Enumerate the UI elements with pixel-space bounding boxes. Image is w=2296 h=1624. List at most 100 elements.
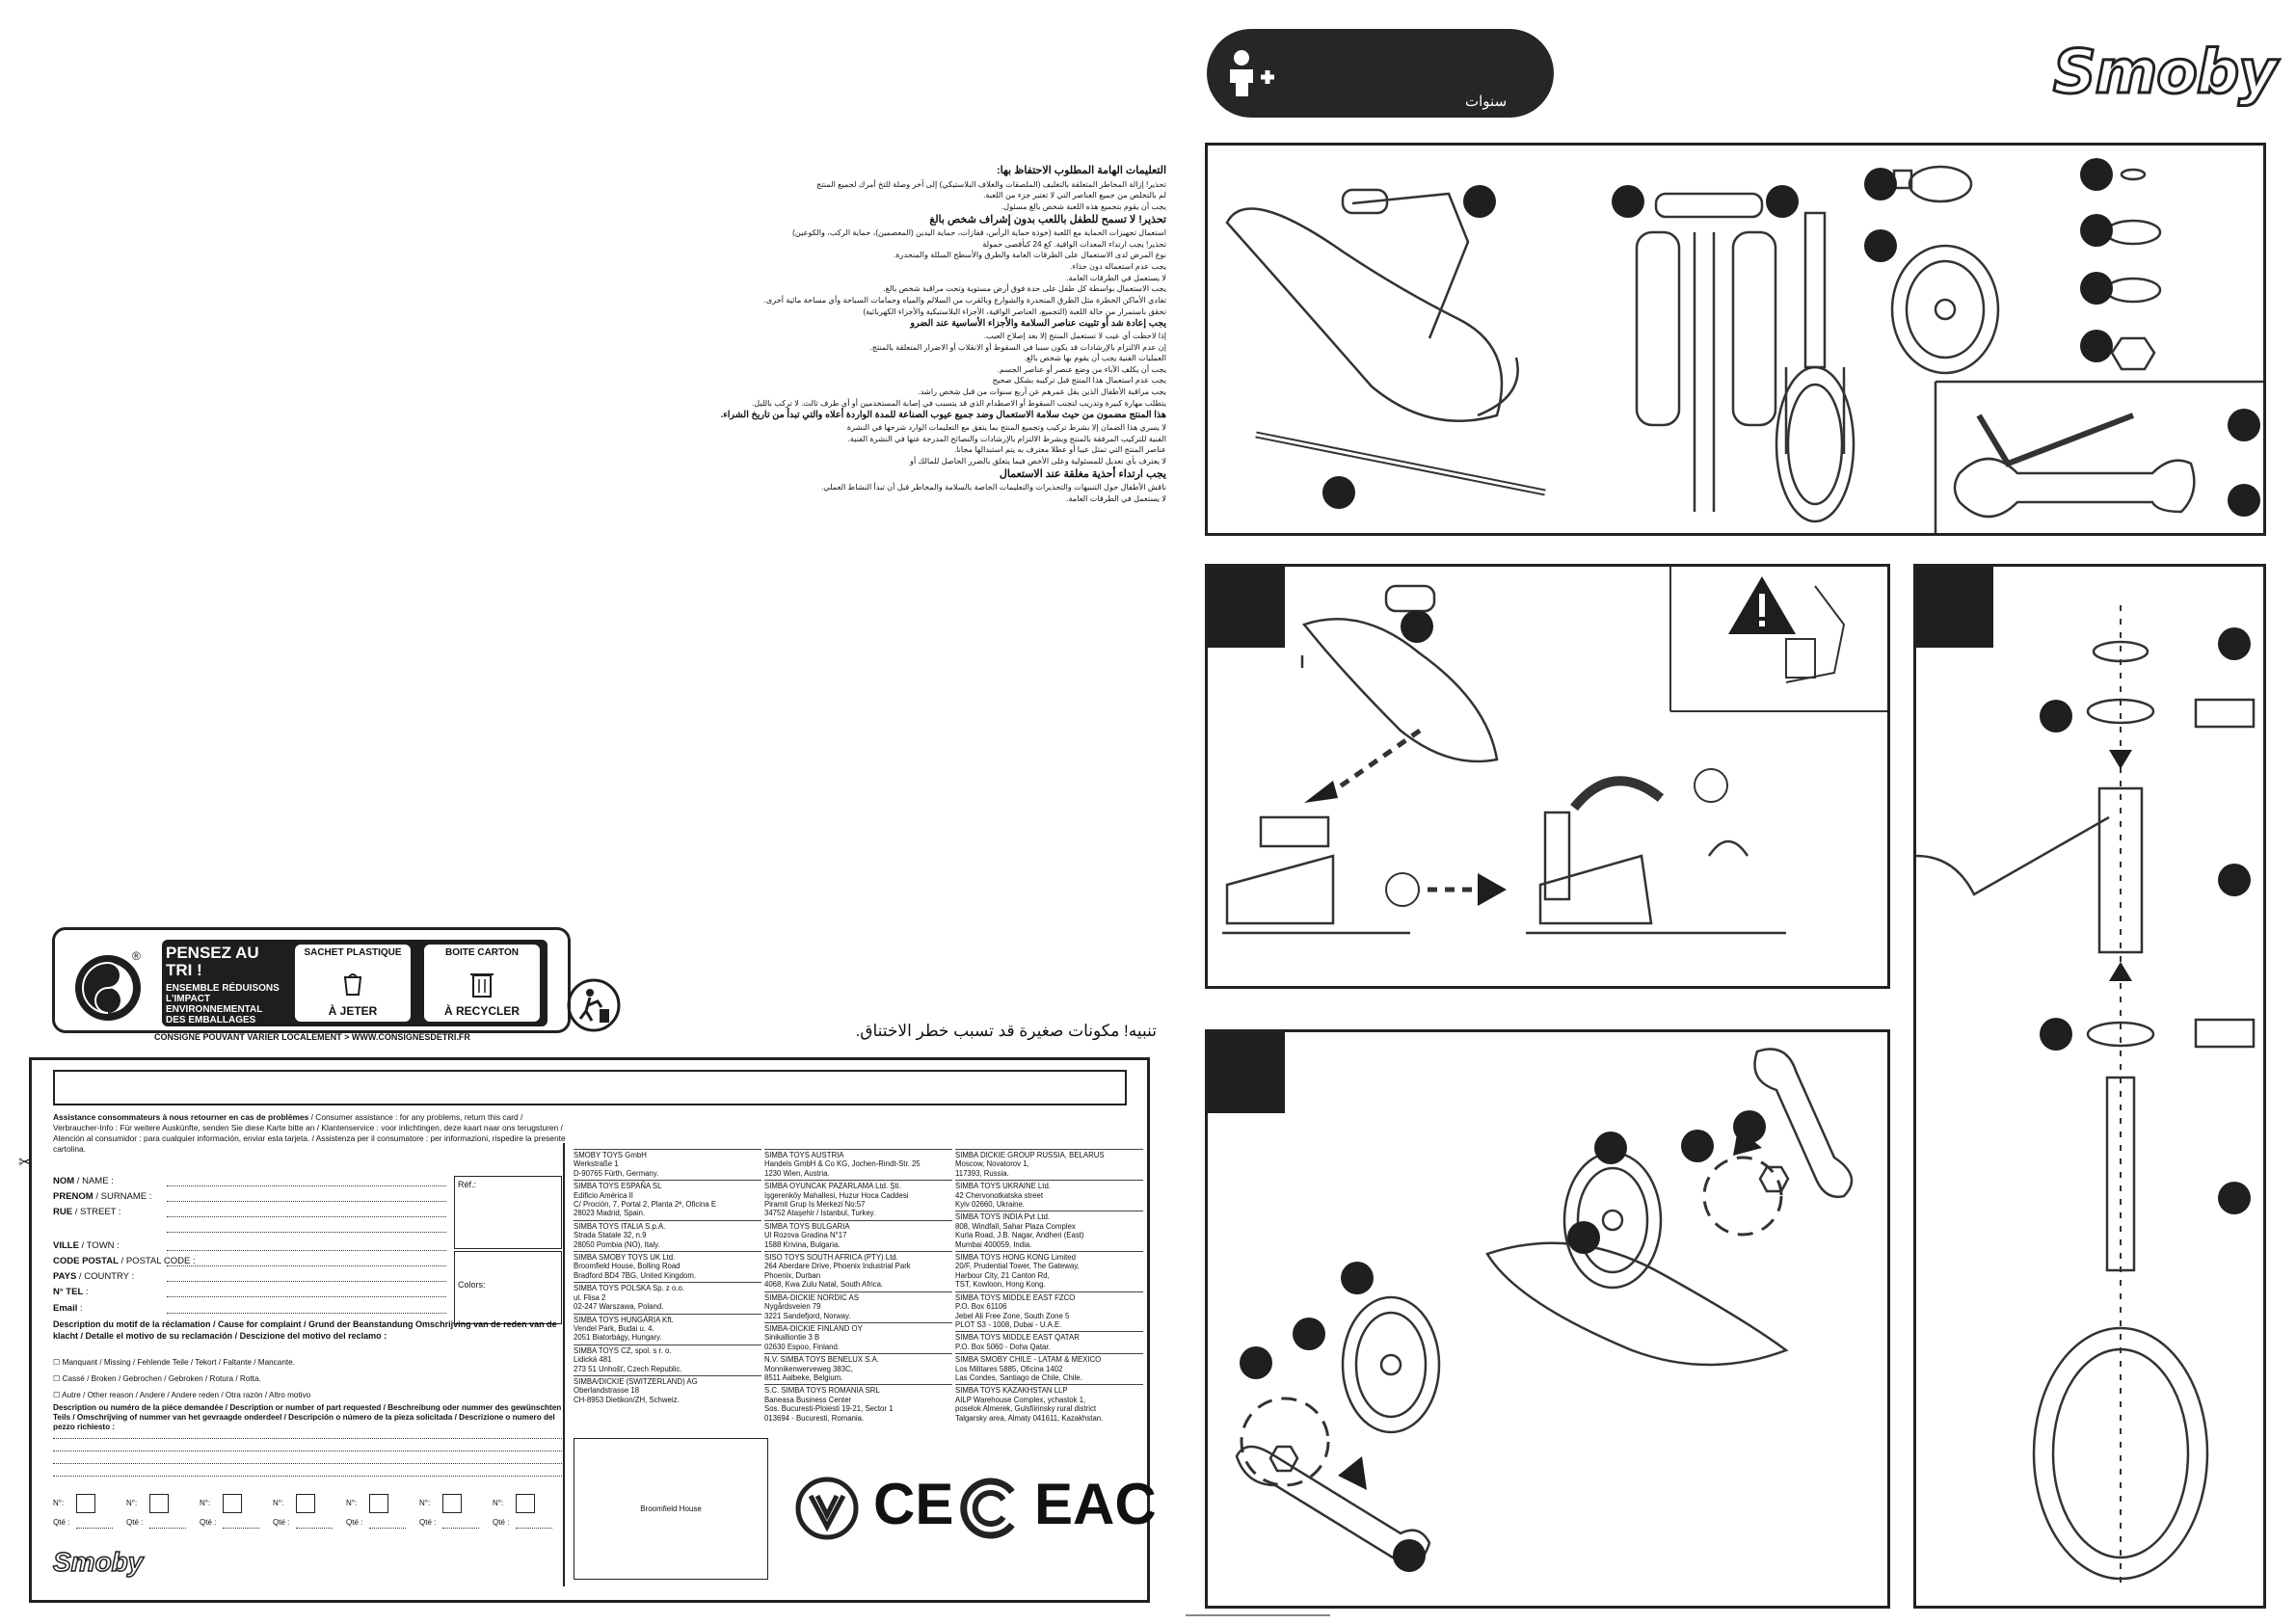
distributor-address: SIMBA DICKIE GROUP RUSSIA, BELARUS Mosco…: [955, 1149, 1143, 1180]
distributor-address: SIMBA TOYS HONG KONG Limited 20/F, Prude…: [955, 1251, 1143, 1291]
green-dot-icon: [69, 949, 147, 1026]
part-number-box[interactable]: [442, 1494, 462, 1513]
scissors-icon: ✂: [18, 1155, 32, 1171]
check-missing[interactable]: ☐ Manquant / Missing / Fehlende Teile / …: [53, 1357, 295, 1367]
distributor-address: SIMBA TOYS HUNGÁRIA Kft. Vendel Park, Bu…: [574, 1313, 761, 1344]
assist-line-2: Verbraucher-Info : Für weitere Auskünfte…: [53, 1123, 563, 1132]
quantity-input-line[interactable]: [296, 1528, 333, 1529]
eac-mark: EAC: [1034, 1472, 1157, 1536]
instruction-line: عناصر المنتج التي تمثل عيبا أو عطلا معتر…: [953, 445, 1166, 455]
contact-input-line[interactable]: [167, 1250, 446, 1251]
contact-input-line[interactable]: [167, 1216, 446, 1217]
consigne-text: CONSIGNE POUVANT VARIER LOCALEMENT > WWW…: [154, 1032, 470, 1042]
part-number-box[interactable]: [76, 1494, 95, 1513]
part-number-box[interactable]: [223, 1494, 242, 1513]
colors-box[interactable]: Colors:: [454, 1251, 562, 1324]
distributor-address: SIMBA TOYS ITALIA S.p.A. Strada Statale …: [574, 1219, 761, 1251]
field-label: N° TEL: [53, 1287, 84, 1297]
step-number-box: [1208, 1032, 1285, 1113]
instruction-line: يجب أن يكلف الآباء من وضع عنصر أو عناصر …: [997, 364, 1166, 374]
instruction-line: تفادي الأماكن الخطرة مثل الطرق المنحدرة …: [763, 295, 1166, 305]
quantity-label: Qté :: [126, 1518, 144, 1527]
part-number-box[interactable]: [516, 1494, 535, 1513]
quantity-input-line[interactable]: [369, 1528, 406, 1529]
part-number-label: N°:: [346, 1499, 358, 1507]
instruction-line: لم بالتخلص من جميع العناصر التي لا تعتبر…: [983, 191, 1166, 200]
spanner-icon: [1953, 457, 2196, 519]
instruction-line: تحذير! يجب ارتداء المعدات الواقية. كغ 24…: [982, 239, 1166, 249]
check-broken[interactable]: ☐ Cassé / Broken / Gebrochen / Gebroken …: [53, 1373, 261, 1383]
quantity-input-line[interactable]: [442, 1528, 479, 1529]
step-number-box: [1916, 567, 1993, 648]
contact-input-line[interactable]: [167, 1232, 446, 1233]
quantity-input-line[interactable]: [516, 1528, 552, 1529]
field-label: VILLE: [53, 1240, 79, 1251]
checkbox-icon[interactable]: ☐: [53, 1391, 63, 1399]
distributor-address: SIMBA/DICKIE (SWITZERLAND) AG Oberlandst…: [574, 1374, 761, 1406]
field-sublabel: / STREET :: [72, 1207, 121, 1217]
consumer-complaint-card: ✂ Assistance consommateurs à nous retour…: [18, 1057, 1157, 1603]
contact-input-line[interactable]: [167, 1201, 446, 1202]
instruction-line: يجب إعادة شد أو تثبيت عناصر السلامة والأ…: [910, 318, 1166, 330]
plastic-bag-card: SACHET PLASTIQUE À JETER: [295, 945, 411, 1022]
step-panel-wheels: [1205, 1029, 1890, 1609]
distributor-address: SIMBA OYUNCAK PAZARLAMA Ltd. Şti. Işgere…: [764, 1180, 952, 1220]
pensez-subtitle: ENSEMBLE RÉDUISONS L'IMPACT ENVIRONNEMEN…: [166, 983, 280, 1025]
instruction-line: يتطلب مهارة كبيرة وتدريب لتجنب السقوط أو…: [752, 398, 1166, 408]
quantity-input-line[interactable]: [149, 1528, 186, 1529]
part-number-box[interactable]: [149, 1494, 169, 1513]
distributor-address: SIMBA TOYS BULGARIA Ul Rozova Gradina N°…: [764, 1219, 952, 1251]
instruction-line: نوع المرض لدى الاستعمال على الطرقات العا…: [893, 251, 1166, 260]
contact-field-label: Email :: [53, 1303, 83, 1314]
distributor-address: SIMBA TOYS POLSKA Sp. z o.o. ul. Flisa 2…: [574, 1282, 761, 1313]
ce-mark: CE: [873, 1472, 954, 1536]
instruction-line: إن عدم الالتزام بالإرشادات قد يكون سببا …: [869, 342, 1166, 352]
contact-input-line[interactable]: [167, 1185, 446, 1186]
distributor-address: SIMBA SMOBY TOYS UK Ltd. Broomfield Hous…: [574, 1251, 761, 1282]
check-other[interactable]: ☐ Autre / Other reason / Andere / Andere…: [53, 1390, 310, 1399]
parts-panel: [1205, 143, 2266, 536]
seat-assembly-illustration: [1222, 567, 1887, 935]
field-label: Email: [53, 1303, 78, 1314]
contact-input-line[interactable]: [167, 1281, 446, 1282]
checkbox-icon[interactable]: ☐: [53, 1374, 63, 1383]
checkbox-icon[interactable]: ☐: [53, 1358, 63, 1367]
part-number-label: N°:: [200, 1499, 211, 1507]
tidyman-icon: [567, 978, 621, 1032]
distributor-address: SIMBA SMOBY CHILE - LATAM & MEXICO Los M…: [955, 1353, 1143, 1384]
field-label: PRENOM: [53, 1191, 93, 1202]
contact-input-line[interactable]: [167, 1265, 446, 1266]
contact-field-label: VILLE / TOWN :: [53, 1240, 120, 1251]
part-number-label: N°:: [419, 1499, 431, 1507]
distributor-address: SIMBA TOYS UKRAINE Ltd. 42 Chervonotkats…: [955, 1180, 1143, 1211]
bearing-cup-icon: [2104, 219, 2162, 246]
quantity-input-line[interactable]: [76, 1528, 113, 1529]
carton-box-card: BOITE CARTON À RECYCLER: [424, 945, 540, 1022]
field-sublabel: / SURNAME :: [93, 1191, 152, 1202]
instruction-line: استعمال تجهيزات الحماية مع اللعبة (خوذة …: [792, 228, 1166, 238]
steering-assembly-illustration: [1915, 605, 2256, 1588]
part-number-label: N°:: [273, 1499, 284, 1507]
field-sublabel: / NAME :: [74, 1176, 114, 1186]
reference-box[interactable]: Réf.:: [454, 1176, 562, 1249]
contact-field-label: PAYS / COUNTRY :: [53, 1271, 134, 1282]
instruction-line: يجب عدم استعماله دون حذاء.: [1070, 262, 1166, 272]
instruction-line: الفنية للتركيب المرفقة بالمنتج وبشرط الا…: [847, 434, 1166, 443]
check-label: Autre / Other reason / Andere / Andere r…: [62, 1391, 311, 1399]
instruction-line: ناقش الأطفال حول التنبيهات والتحذيرات وا…: [821, 483, 1166, 493]
wheel-assembly-illustration: [1235, 1048, 1854, 1572]
distributor-address: SIMBA TOYS MIDDLE EAST FZCO P.O. Box 611…: [955, 1291, 1143, 1332]
part-number-box[interactable]: [296, 1494, 315, 1513]
contact-field-label: PRENOM / SURNAME :: [53, 1191, 151, 1202]
contact-input-line[interactable]: [167, 1313, 446, 1314]
card-title-box: [53, 1070, 1127, 1105]
part-number-box[interactable]: [369, 1494, 388, 1513]
quantity-label: Qté :: [273, 1518, 290, 1527]
check-label: Manquant / Missing / Fehlende Teile / Te…: [62, 1358, 295, 1367]
recycle-c-icon: [959, 1475, 1027, 1542]
field-label: RUE: [53, 1207, 73, 1217]
instruction-line: يجب الاستعمال بواسطة كل طفل على حدة فوق …: [883, 284, 1166, 294]
dotted-line: [53, 1476, 564, 1477]
quantity-input-line[interactable]: [223, 1528, 259, 1529]
contact-input-line[interactable]: [167, 1296, 446, 1297]
